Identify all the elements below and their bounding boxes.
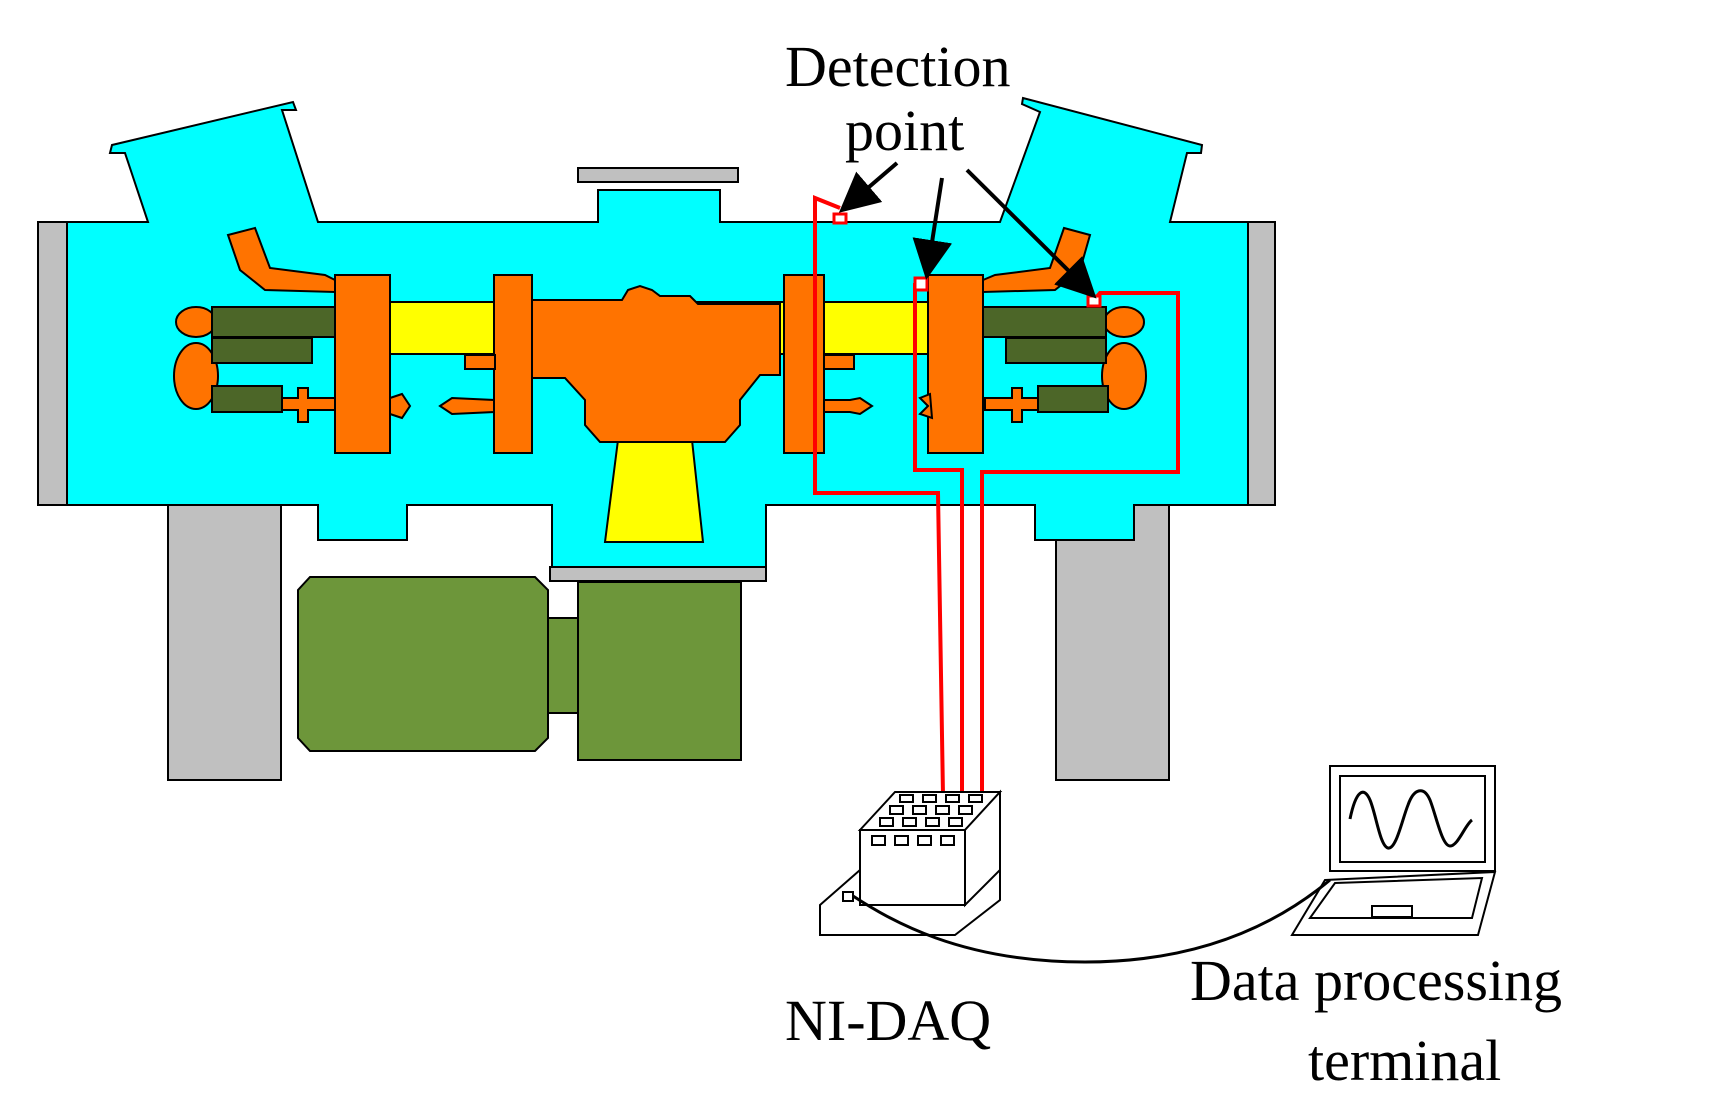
central-gear-housing [529, 284, 781, 443]
bottom-cover-plate [549, 566, 767, 582]
right-bearing-middle [1005, 337, 1107, 364]
left-lower-lobe [173, 342, 219, 410]
laptop-screen [1339, 775, 1486, 863]
coupling-disk-4 [927, 274, 984, 454]
arrow-to-sensor-1 [838, 161, 899, 213]
shaft-pedestal [603, 439, 705, 543]
rotor-assembly [173, 226, 1147, 454]
laptop-keyboard [1308, 876, 1484, 919]
right-lower-lobe [1101, 342, 1147, 410]
left-oil-pipe [226, 226, 336, 294]
right-upper-lobe [1103, 306, 1145, 338]
right-bearing-lower [1037, 385, 1109, 413]
left-support-pillar [167, 504, 282, 781]
detection-point-label-line1: Detection [785, 34, 1010, 99]
top-cover-plate [577, 167, 739, 183]
data-cable [852, 878, 1331, 964]
right-bearing-upper [982, 306, 1107, 338]
laptop-icon [1290, 765, 1497, 936]
sensor-icon [913, 276, 929, 292]
coupling-disk-2 [493, 274, 533, 454]
motor-coupling [547, 617, 579, 714]
shaft-sleeve-right [823, 354, 855, 370]
right-plug-2 [918, 392, 934, 420]
left-end-cap [37, 221, 68, 506]
coupling-disk-3 [783, 274, 825, 454]
right-end-cap [1247, 221, 1276, 506]
sensor-wire-1 [813, 195, 945, 797]
daq-terminals [871, 794, 983, 846]
terminal-label-line2: terminal [1308, 1028, 1501, 1093]
daq-module-side [964, 789, 1001, 908]
sensor-icon [832, 212, 848, 225]
labels: Detection point NI-DAQ Data processing t… [785, 34, 1562, 1093]
shaft-sleeve-left [464, 354, 496, 370]
bearing-blocks [211, 306, 1109, 413]
daq-device-icon [819, 789, 1003, 936]
sensor-icon [1086, 294, 1102, 308]
detection-arrows [838, 161, 1097, 299]
sine-wave-icon [1348, 789, 1474, 850]
terminal-label-line1: Data processing [1190, 948, 1562, 1013]
right-support-pillar [1055, 504, 1170, 781]
left-bearing-upper [211, 306, 336, 338]
laptop-touchpad [1371, 905, 1413, 918]
motor-body [297, 576, 549, 752]
detection-point-label-line2: point [845, 98, 964, 163]
support-pillars [167, 504, 1170, 781]
left-plug-2 [389, 392, 412, 420]
left-bearing-lower [211, 385, 283, 413]
left-bearing-middle [211, 337, 313, 364]
drive-motor [297, 576, 742, 761]
coupling-disk-1 [334, 274, 391, 454]
arrow-to-sensor-2 [912, 177, 953, 280]
motor-housing [577, 581, 742, 761]
daq-label: NI-DAQ [785, 988, 991, 1053]
left-plug-1 [281, 387, 336, 423]
sensor-wire-3 [980, 291, 1180, 796]
arrow-to-sensor-3 [965, 168, 1097, 299]
daq-port [842, 891, 854, 902]
left-upper-lobe [175, 306, 217, 338]
right-plug-1 [823, 396, 874, 416]
detection-sensors [832, 212, 1102, 308]
left-plug-3 [438, 396, 495, 416]
